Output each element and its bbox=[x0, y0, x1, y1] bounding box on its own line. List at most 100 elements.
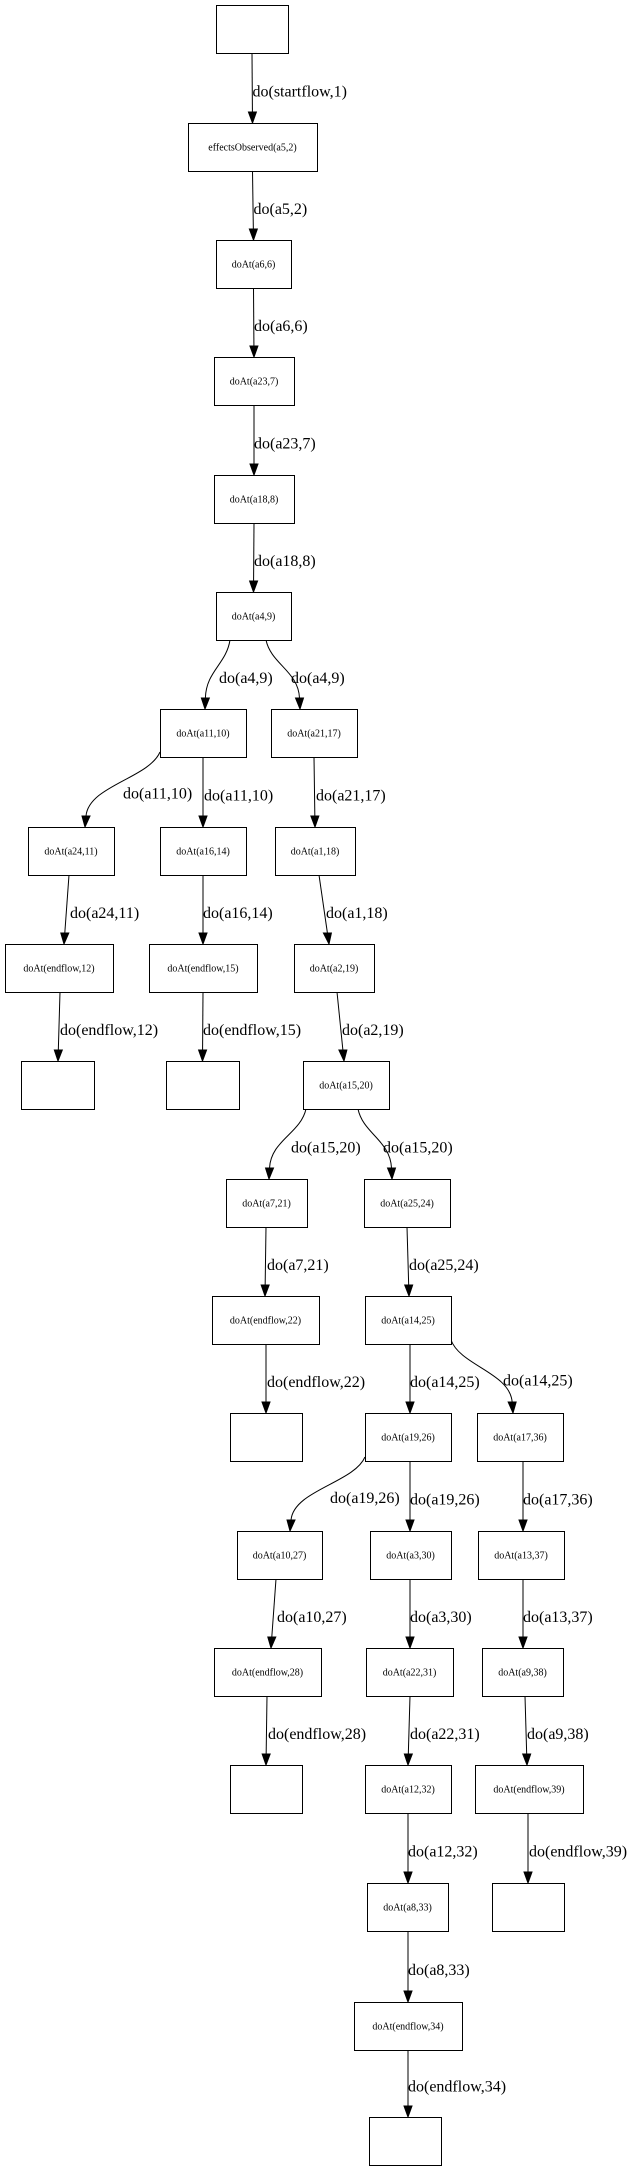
node-box bbox=[160, 709, 247, 758]
node-label: doAt(a23,7) bbox=[230, 377, 279, 388]
graph-edge: do(a12,32) bbox=[403, 1813, 478, 1885]
node-label: doAt(a7,21) bbox=[242, 1199, 291, 1210]
graph-node: doAt(a4,9) bbox=[216, 592, 292, 641]
node-box bbox=[478, 1531, 565, 1580]
edge-label: do(a14,25) bbox=[410, 1374, 480, 1391]
node-box bbox=[482, 1648, 564, 1697]
edge-label: do(a11,10) bbox=[123, 786, 192, 803]
edge-line bbox=[336, 991, 344, 1051]
edge-line bbox=[290, 1456, 366, 1521]
graph-edge: do(a11,10) bbox=[81, 751, 192, 829]
arrowhead-icon bbox=[518, 1636, 528, 1650]
node-box bbox=[28, 827, 115, 876]
graph-edge: do(a5,2) bbox=[248, 170, 307, 242]
node-box bbox=[365, 1296, 452, 1345]
graph-node: doAt(endflow,34) bbox=[354, 2002, 463, 2051]
graph-edge: do(a16,14) bbox=[198, 875, 273, 946]
graph-edge: do(endflow,28) bbox=[261, 1695, 366, 1767]
graph-edge: do(a15,20) bbox=[264, 1108, 361, 1181]
graph-terminal-node bbox=[369, 2117, 442, 2166]
edge-label: do(a19,26) bbox=[330, 1490, 400, 1507]
edge-label: do(a17,36) bbox=[523, 1491, 593, 1508]
edge-label: do(a15,20) bbox=[291, 1139, 361, 1156]
edge-line bbox=[271, 1578, 277, 1638]
node-label: doAt(endflow,15) bbox=[167, 964, 238, 975]
graph-node: doAt(a11,10) bbox=[160, 709, 247, 758]
arrowhead-icon bbox=[405, 1401, 415, 1415]
nodes-layer: effectsObserved(a5,2)doAt(a6,6)doAt(a23,… bbox=[5, 5, 584, 2166]
edge-line bbox=[64, 874, 70, 934]
node-label: doAt(a12,32) bbox=[381, 1785, 435, 1796]
edge-label: do(a18,8) bbox=[254, 553, 316, 570]
edge-label: do(a13,37) bbox=[523, 1609, 593, 1626]
node-label: doAt(endflow,22) bbox=[230, 1316, 301, 1327]
arrowhead-icon bbox=[198, 815, 208, 829]
arrowhead-icon bbox=[261, 1753, 271, 1767]
graph-edge: do(a13,37) bbox=[518, 1579, 593, 1650]
node-label: effectsObserved(a5,2) bbox=[208, 143, 296, 154]
node-label: doAt(a15,20) bbox=[319, 1081, 373, 1092]
arrowhead-icon bbox=[249, 463, 259, 477]
node-box bbox=[367, 1883, 449, 1932]
arrowhead-icon bbox=[403, 1284, 414, 1298]
edge-line bbox=[269, 1108, 307, 1169]
edge-label: do(a12,32) bbox=[408, 1843, 478, 1860]
edge-line bbox=[318, 874, 328, 934]
arrowhead-icon bbox=[249, 345, 259, 359]
edge-label: do(a9,38) bbox=[527, 1726, 589, 1743]
graph-edge: do(a7,21) bbox=[260, 1226, 329, 1298]
graph-edge: do(endflow,39) bbox=[523, 1813, 627, 1885]
edge-line bbox=[407, 1695, 411, 1755]
graph-terminal-node bbox=[230, 1413, 303, 1462]
edge-label: do(a1,18) bbox=[326, 905, 388, 922]
graph-edge: do(a10,27) bbox=[267, 1578, 347, 1650]
node-label: doAt(endflow,34) bbox=[372, 2022, 443, 2033]
arrowhead-icon bbox=[247, 111, 258, 125]
edge-line bbox=[265, 639, 301, 699]
node-box bbox=[354, 2002, 463, 2051]
node-label: doAt(a10,27) bbox=[253, 1551, 307, 1562]
edge-line bbox=[265, 1695, 268, 1755]
graph-edge: do(a4,9) bbox=[265, 639, 345, 711]
arrowhead-icon bbox=[248, 228, 259, 242]
edge-label: do(a24,11) bbox=[70, 905, 139, 922]
edge-line bbox=[450, 1339, 513, 1403]
graph-edge: do(endflow,15) bbox=[197, 991, 301, 1063]
node-label: doAt(a22,31) bbox=[383, 1668, 437, 1679]
edge-label: do(endflow,28) bbox=[268, 1726, 366, 1743]
edge-label: do(a4,9) bbox=[219, 670, 273, 687]
arrowhead-icon bbox=[267, 1636, 277, 1650]
node-label: doAt(a25,24) bbox=[380, 1199, 434, 1210]
edge-label: do(a23,7) bbox=[254, 435, 316, 452]
graph-node: doAt(a25,24) bbox=[364, 1179, 451, 1228]
arrowhead-icon bbox=[338, 1049, 348, 1063]
graph-edge: do(a14,25) bbox=[450, 1339, 573, 1415]
node-label: doAt(a17,36) bbox=[493, 1433, 547, 1444]
node-box bbox=[188, 123, 318, 172]
graph-edge: do(a6,6) bbox=[249, 287, 308, 359]
graph-edge: do(a2,19) bbox=[336, 991, 404, 1063]
edge-label: do(a3,30) bbox=[410, 1609, 472, 1626]
node-box bbox=[21, 1061, 95, 1110]
arrowhead-icon bbox=[405, 1519, 415, 1533]
graph-edge: do(a21,17) bbox=[310, 756, 386, 829]
node-box bbox=[294, 944, 375, 993]
edge-line bbox=[313, 756, 316, 817]
node-box bbox=[475, 1765, 584, 1814]
edge-line bbox=[57, 991, 61, 1051]
edge-label: do(endflow,22) bbox=[267, 1374, 365, 1391]
graph-edge: do(a11,10) bbox=[198, 757, 273, 829]
arrowhead-icon bbox=[405, 1636, 415, 1650]
node-box bbox=[370, 1531, 452, 1580]
graph-node: doAt(a21,17) bbox=[271, 709, 358, 758]
arrowhead-icon bbox=[523, 1871, 533, 1885]
edge-label: do(a19,26) bbox=[410, 1491, 480, 1508]
node-label: doAt(a19,26) bbox=[381, 1433, 435, 1444]
node-label: doAt(a9,38) bbox=[498, 1668, 547, 1679]
graph-edge: do(startflow,1) bbox=[247, 52, 347, 125]
graph-terminal-node bbox=[492, 1883, 565, 1932]
graph-node: doAt(a9,38) bbox=[482, 1648, 564, 1697]
edge-label: do(a14,25) bbox=[503, 1372, 573, 1389]
graph-node: doAt(endflow,22) bbox=[212, 1296, 320, 1345]
arrowhead-icon bbox=[260, 1284, 270, 1298]
